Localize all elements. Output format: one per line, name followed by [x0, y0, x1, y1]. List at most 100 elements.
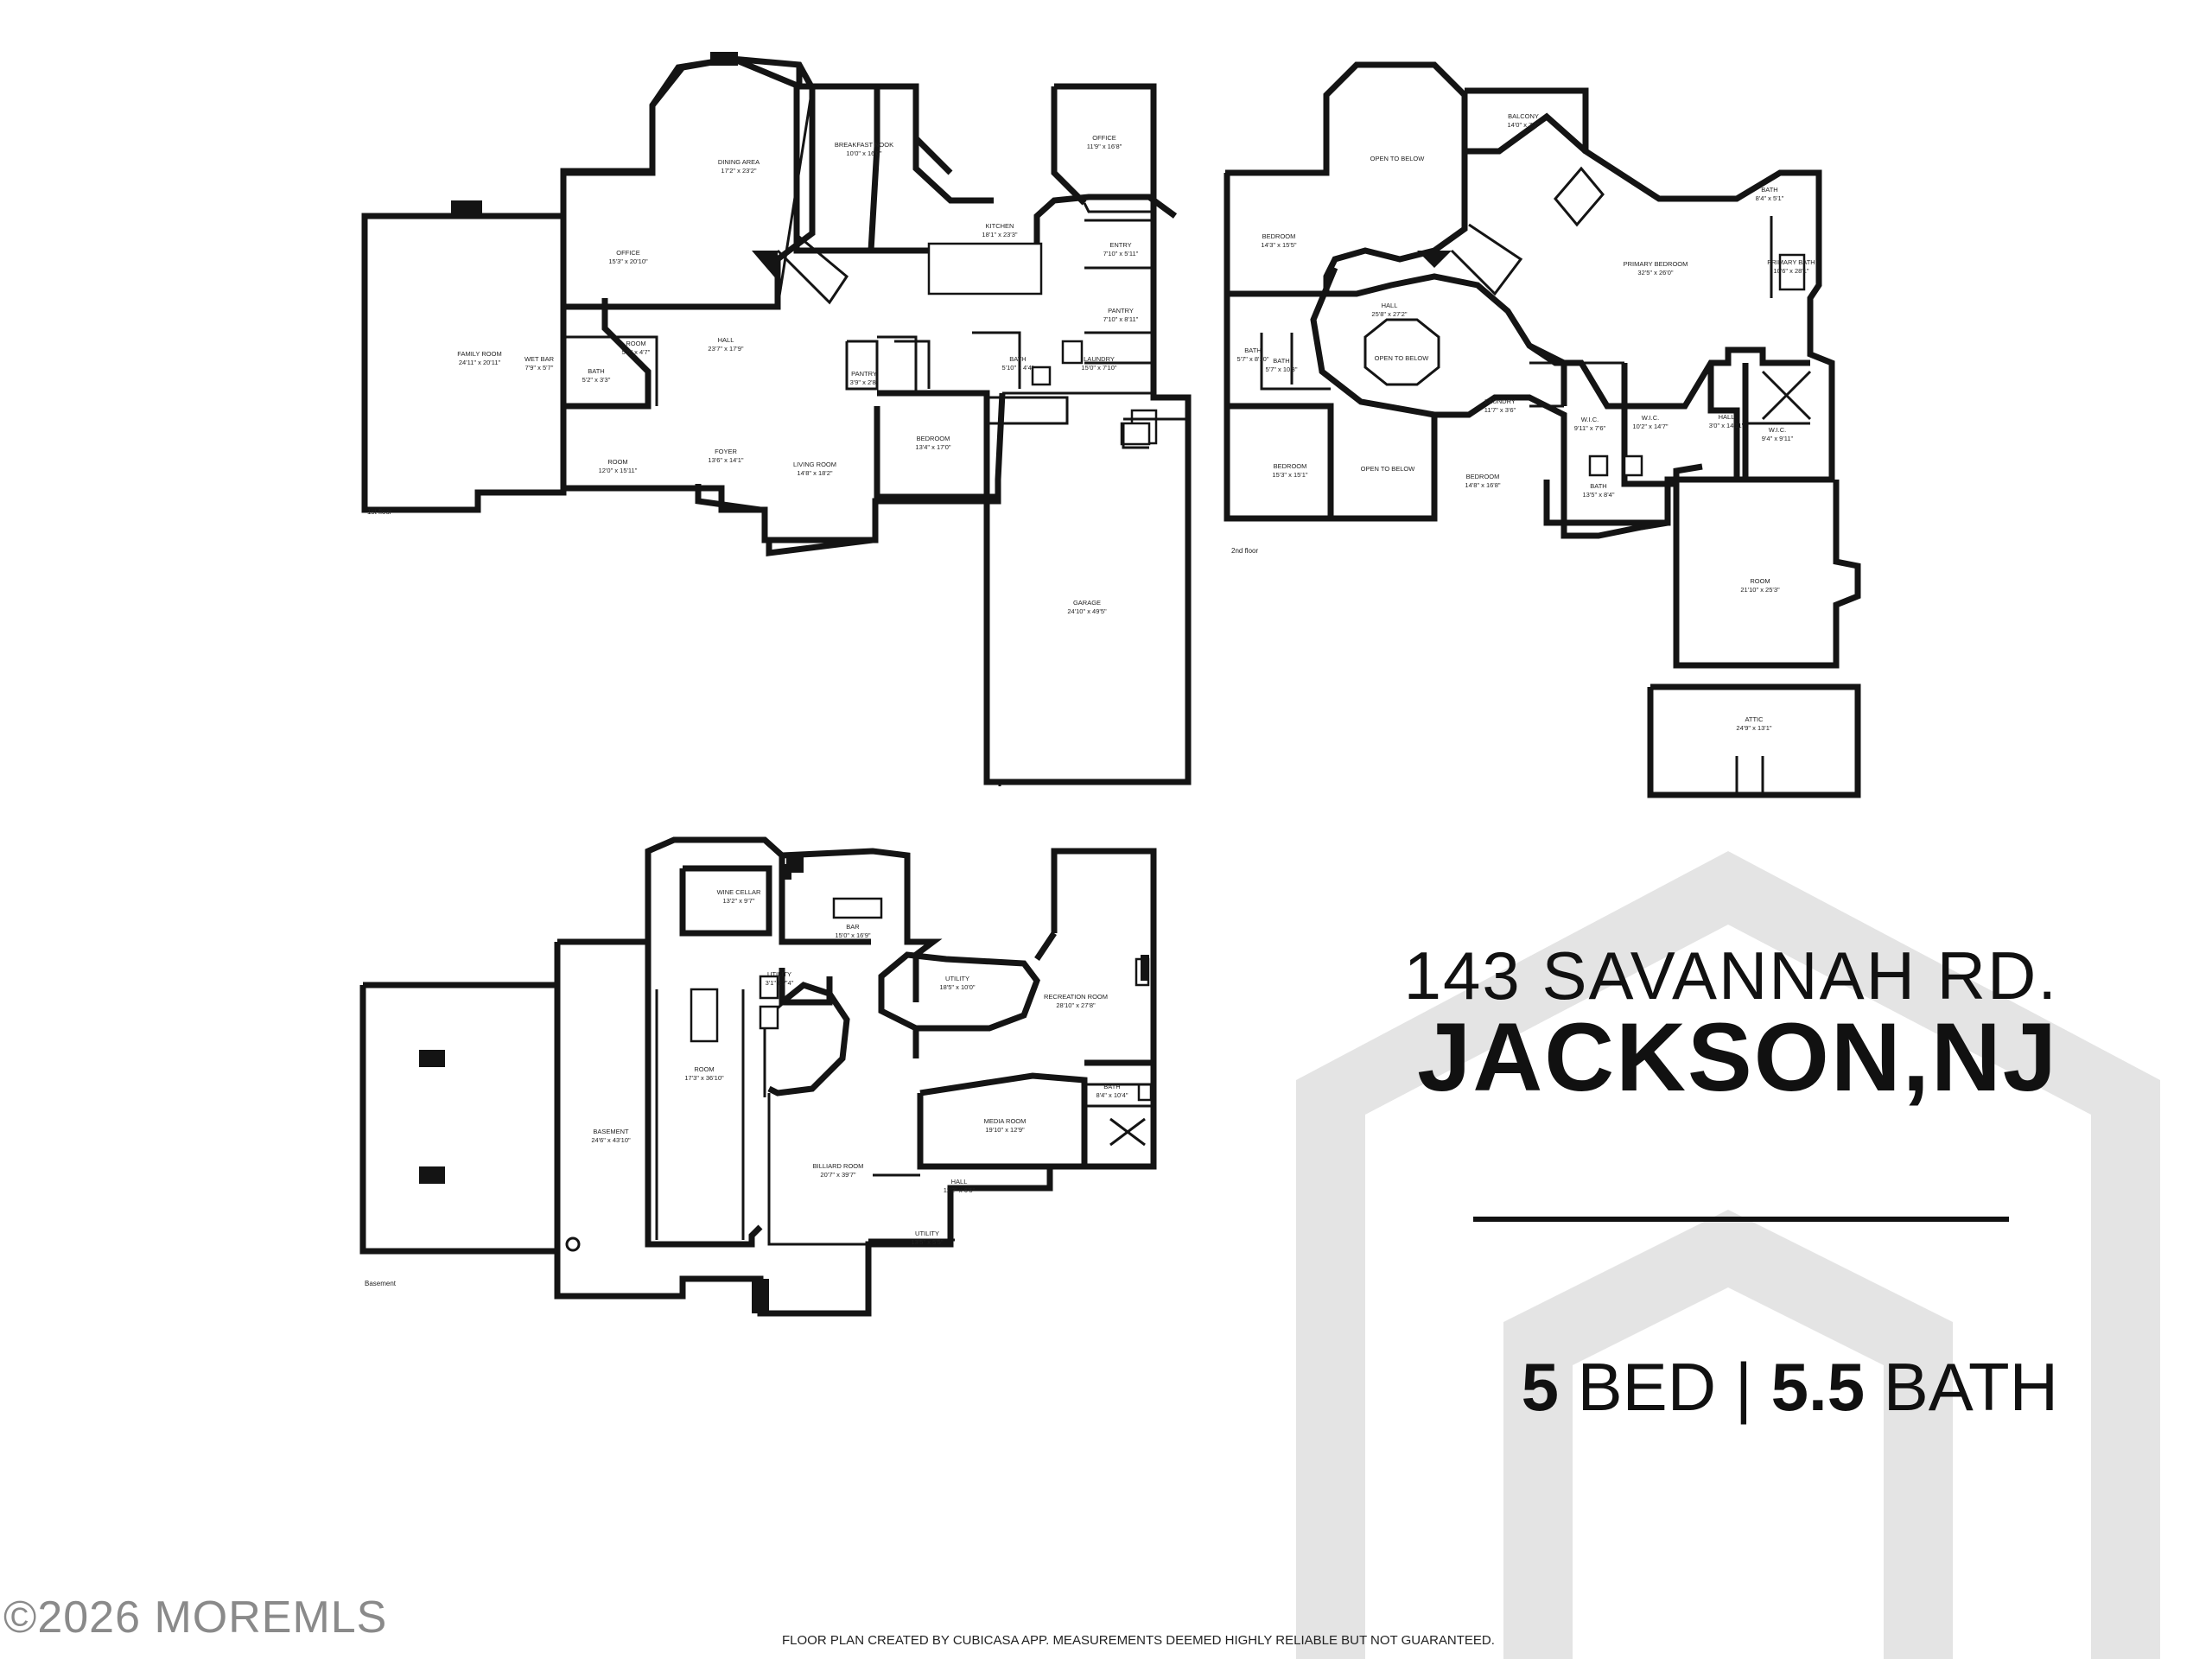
room-dimensions: 13'5" x 5'5": [912, 1238, 944, 1246]
room-dimensions: 5'7" x 10'3": [1266, 365, 1298, 373]
room-dimensions: 14'8" x 18'2": [797, 469, 832, 477]
room-dimensions: 20'7" x 39'7": [820, 1171, 855, 1179]
floor-label-1st: 1st floor: [367, 508, 392, 516]
room-name: PRIMARY BATH: [1767, 258, 1815, 266]
room-dimensions: 7'9" x 5'7": [525, 364, 554, 372]
room-name: HALL: [718, 336, 734, 344]
room-name: UTILITY: [945, 975, 969, 982]
room-dimensions: 24'9" x 13'1": [1736, 724, 1771, 732]
floor-label-2nd: 2nd floor: [1231, 547, 1258, 555]
separator: |: [1734, 1349, 1752, 1425]
room-name: ROOM: [607, 458, 627, 466]
divider-line: [1473, 1217, 2009, 1222]
street-address: 143 SAVANNAH RD.: [1403, 938, 2058, 1014]
room-name: BEDROOM: [1466, 473, 1500, 480]
room-name: ROOM: [694, 1065, 714, 1073]
room-name: LAUNDRY: [1084, 355, 1115, 363]
room-label-floor2-open_bottom: OPEN TO BELOW: [1361, 465, 1416, 473]
room-name: BATH: [1590, 482, 1606, 490]
room-name: KITCHEN: [986, 222, 1014, 230]
room-dimensions: 14'3" x 15'5": [1261, 241, 1296, 249]
watermark-logo: [1296, 851, 2160, 1659]
room-dimensions: 9'4" x 9'11": [1762, 435, 1794, 442]
room-dimensions: 14'0" x 7'7": [1508, 121, 1540, 129]
room-name: DINING AREA: [718, 158, 760, 166]
room-dimensions: 24'11" x 20'11": [459, 359, 501, 366]
room-name: BATH: [1761, 186, 1777, 194]
room-name: HALL: [1719, 413, 1735, 421]
room-label-floor2-wic_c: W.I.C.9'4" x 9'11": [1762, 426, 1794, 442]
room-name: GARAGE: [1073, 599, 1101, 607]
room-dimensions: 17'2" x 23'2": [721, 167, 756, 175]
room-name: FAMILY ROOM: [457, 350, 501, 358]
room-dimensions: 14'8" x 16'8": [1465, 481, 1500, 489]
room-dimensions: 15'3" x 15'1": [1272, 471, 1307, 479]
room-name: WINE CELLAR: [717, 888, 761, 896]
room-name: PANTRY: [851, 370, 877, 378]
room-name: ATTIC: [1745, 715, 1764, 723]
room-name: W.I.C.: [1769, 426, 1786, 434]
room-label-floor2-open_top: OPEN TO BELOW: [1370, 155, 1426, 162]
room-dimensions: 18'5" x 10'0": [939, 983, 975, 991]
room-name: OPEN TO BELOW: [1370, 155, 1426, 162]
baths-label: BATH: [1883, 1349, 2058, 1425]
room-name: OPEN TO BELOW: [1361, 465, 1416, 473]
room-dimensions: 11'2" x 6'5": [944, 1186, 976, 1194]
room-name: W.I.C.: [1642, 414, 1659, 422]
city-state: JACKSON,NJ: [1417, 1003, 2058, 1111]
room-name: HALL: [951, 1178, 968, 1185]
room-dimensions: 5'7" x 8'10": [1237, 355, 1269, 363]
room-dimensions: 25'8" x 27'2": [1371, 310, 1407, 318]
room-name: ENTRY: [1109, 241, 1131, 249]
room-dimensions: 11'9" x 16'8": [1087, 143, 1122, 150]
room-dimensions: 15'3" x 20'10": [608, 257, 648, 265]
room-name: LIVING ROOM: [793, 461, 836, 468]
room-dimensions: 7'10" x 8'11": [1103, 315, 1139, 323]
beds-label: BED: [1577, 1349, 1717, 1425]
room-dimensions: 21'10" x 25'3": [1740, 586, 1780, 594]
room-dimensions: 19'10" x 12'9": [985, 1126, 1025, 1134]
room-name: BREAKFAST NOOK: [835, 141, 893, 149]
room-name: OFFICE: [1092, 134, 1116, 142]
room-dimensions: 8'4" x 5'1": [1756, 194, 1784, 202]
room-name: BATH: [1009, 355, 1026, 363]
room-name: BATH: [588, 367, 604, 375]
beds-count: 5: [1521, 1349, 1559, 1425]
room-name: BEDROOM: [917, 435, 950, 442]
room-name: BASEMENT: [593, 1128, 629, 1135]
room-name: OPEN TO BELOW: [1375, 354, 1430, 362]
room-label-floor2-wic_a: W.I.C.9'11" x 7'6": [1574, 416, 1606, 432]
room-name: PRIMARY BEDROOM: [1624, 260, 1688, 268]
floor-plan-1st: [361, 52, 1192, 786]
room-dimensions: 7'10" x 5'11": [1103, 250, 1139, 257]
room-dimensions: 10'0" x 16'0": [846, 149, 881, 157]
room-name: ROOM: [1750, 577, 1770, 585]
floor-plan-basement: [359, 836, 1157, 1317]
room-dimensions: 9'11" x 7'6": [1574, 424, 1606, 432]
floor-plan-2nd: [1224, 61, 1861, 798]
